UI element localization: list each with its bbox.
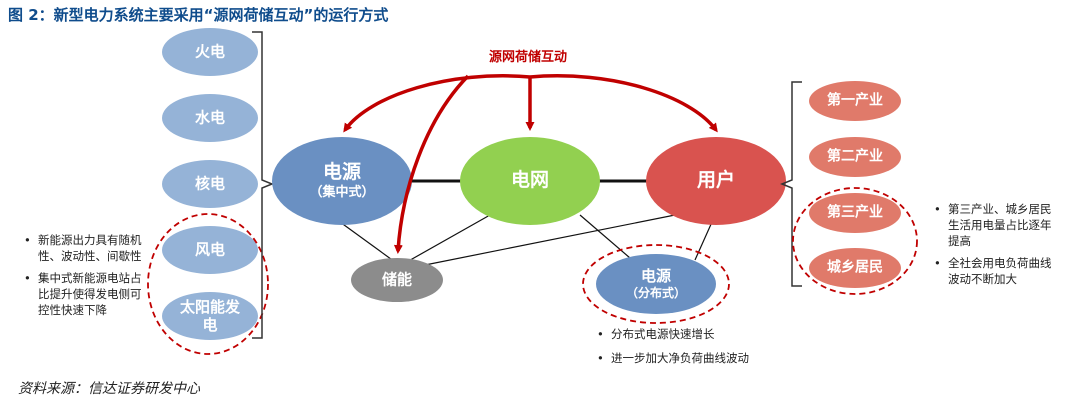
label-thermal: 火电: [194, 42, 226, 61]
label-tertiary-industry: 第三产业: [827, 204, 883, 221]
oval-tertiary-industry: [809, 193, 901, 233]
link-user-distributed: [694, 221, 713, 261]
label-nuclear: 核电: [194, 174, 226, 193]
arrow-interact-to-source: [343, 74, 531, 133]
arrow-interact-to-storage: [393, 74, 470, 254]
bottom-note-item: 进一步加大净负荷曲线波动: [597, 350, 797, 366]
node-user: [646, 137, 786, 225]
bottom-note-item: 分布式电源快速增长: [597, 326, 797, 342]
user-highlight: [792, 187, 918, 295]
oval-primary-industry: [809, 81, 901, 121]
right-bracket: [779, 81, 802, 287]
label-storage: 储能: [381, 270, 413, 289]
oval-wind: [162, 226, 258, 274]
label-solar: 太阳能发电: [179, 298, 240, 334]
oval-secondary-industry: [809, 137, 901, 177]
left-notes: 新能源出力具有随机性、波动性、间歇性 集中式新能源电站占比提升使得发电侧可控性快…: [24, 232, 148, 324]
label-primary-industry: 第一产业: [827, 92, 883, 109]
oval-hydro: [162, 94, 258, 142]
label-secondary-industry: 第二产业: [827, 148, 883, 165]
node-central-source: [272, 137, 412, 225]
link-user-storage: [409, 211, 691, 269]
distributed-source-name: 电源: [640, 267, 672, 286]
right-note-item: 全社会用电负荷曲线波动不断加大: [934, 255, 1062, 287]
label-user: 用户: [696, 169, 736, 192]
oval-residents: [809, 248, 901, 288]
left-note-item: 集中式新能源电站占比提升使得发电侧可控性快速下降: [24, 270, 148, 318]
central-source-sub: （集中式）: [309, 184, 375, 200]
node-grid: [460, 137, 600, 225]
label-grid: 电网: [510, 169, 550, 192]
node-distributed-source: [596, 254, 716, 314]
left-bracket: [252, 31, 275, 339]
interaction-label: 源网荷储互动: [489, 50, 568, 65]
central-source-name: 电源: [322, 161, 362, 183]
left-note-item: 新能源出力具有随机性、波动性、间歇性: [24, 232, 148, 264]
label-wind: 风电: [194, 240, 226, 259]
node-storage: [351, 258, 443, 302]
source-note: 资料来源：信达证券研发中心: [18, 381, 200, 397]
oval-nuclear: [162, 160, 258, 208]
label-residents: 城乡居民: [827, 259, 883, 276]
arrow-interact-to-user: [529, 74, 718, 133]
label-distributed-source: 电源 （分布式）: [626, 267, 686, 301]
oval-thermal: [162, 28, 258, 76]
right-note-item: 第三产业、城乡居民生活用电量占比逐年提高: [934, 201, 1062, 249]
link-grid-storage: [404, 214, 491, 264]
link-grid-distributed: [579, 214, 631, 259]
right-notes: 第三产业、城乡居民生活用电量占比逐年提高 全社会用电负荷曲线波动不断加大: [934, 201, 1062, 293]
distributed-source-sub: （分布式）: [625, 285, 687, 300]
label-hydro: 水电: [194, 108, 226, 127]
distributed-highlight: [582, 244, 730, 324]
label-central-source: 电源 （集中式）: [309, 161, 374, 201]
bottom-notes: 分布式电源快速增长 进一步加大净负荷曲线波动: [597, 326, 797, 372]
figure-title: 图 2：新型电力系统主要采用“源网荷储互动”的运行方式: [8, 6, 389, 24]
renewable-highlight: [147, 213, 269, 355]
link-source-storage: [339, 221, 396, 263]
oval-solar: [162, 292, 258, 340]
